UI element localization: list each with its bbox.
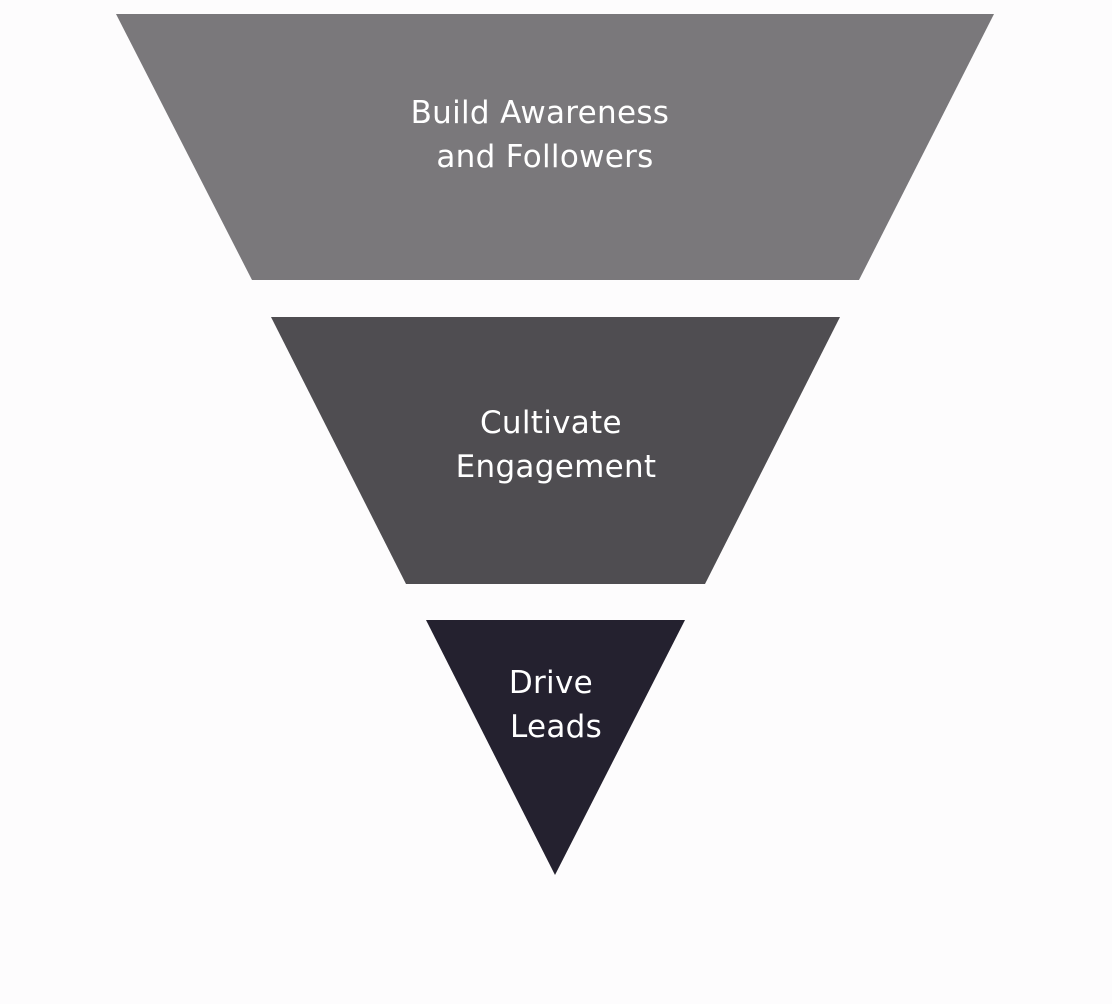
funnel-stage-awareness-label-line-2: and Followers <box>436 139 653 175</box>
funnel-stage-leads-shape <box>426 620 685 875</box>
funnel-stage-engagement-label: Cultivate Engagement <box>456 405 657 485</box>
funnel-stage-engagement-label-line-1: Cultivate <box>480 405 622 441</box>
funnel-stage-leads-label: Drive Leads <box>509 665 603 745</box>
funnel-stage-leads: Drive Leads <box>426 620 685 875</box>
funnel-stage-engagement-shape <box>271 317 840 584</box>
funnel-stage-awareness-label-line-1: Build Awareness <box>411 95 670 131</box>
funnel-stage-awareness: Build Awareness and Followers <box>116 14 994 280</box>
funnel-stage-awareness-shape <box>116 14 994 280</box>
funnel-stage-engagement-label-line-2: Engagement <box>456 449 657 485</box>
funnel-stage-leads-label-line-2: Leads <box>510 709 602 745</box>
funnel-stage-engagement: Cultivate Engagement <box>271 317 840 584</box>
funnel-stage-leads-label-line-1: Drive <box>509 665 593 701</box>
funnel-stage-awareness-label: Build Awareness and Followers <box>411 95 680 175</box>
